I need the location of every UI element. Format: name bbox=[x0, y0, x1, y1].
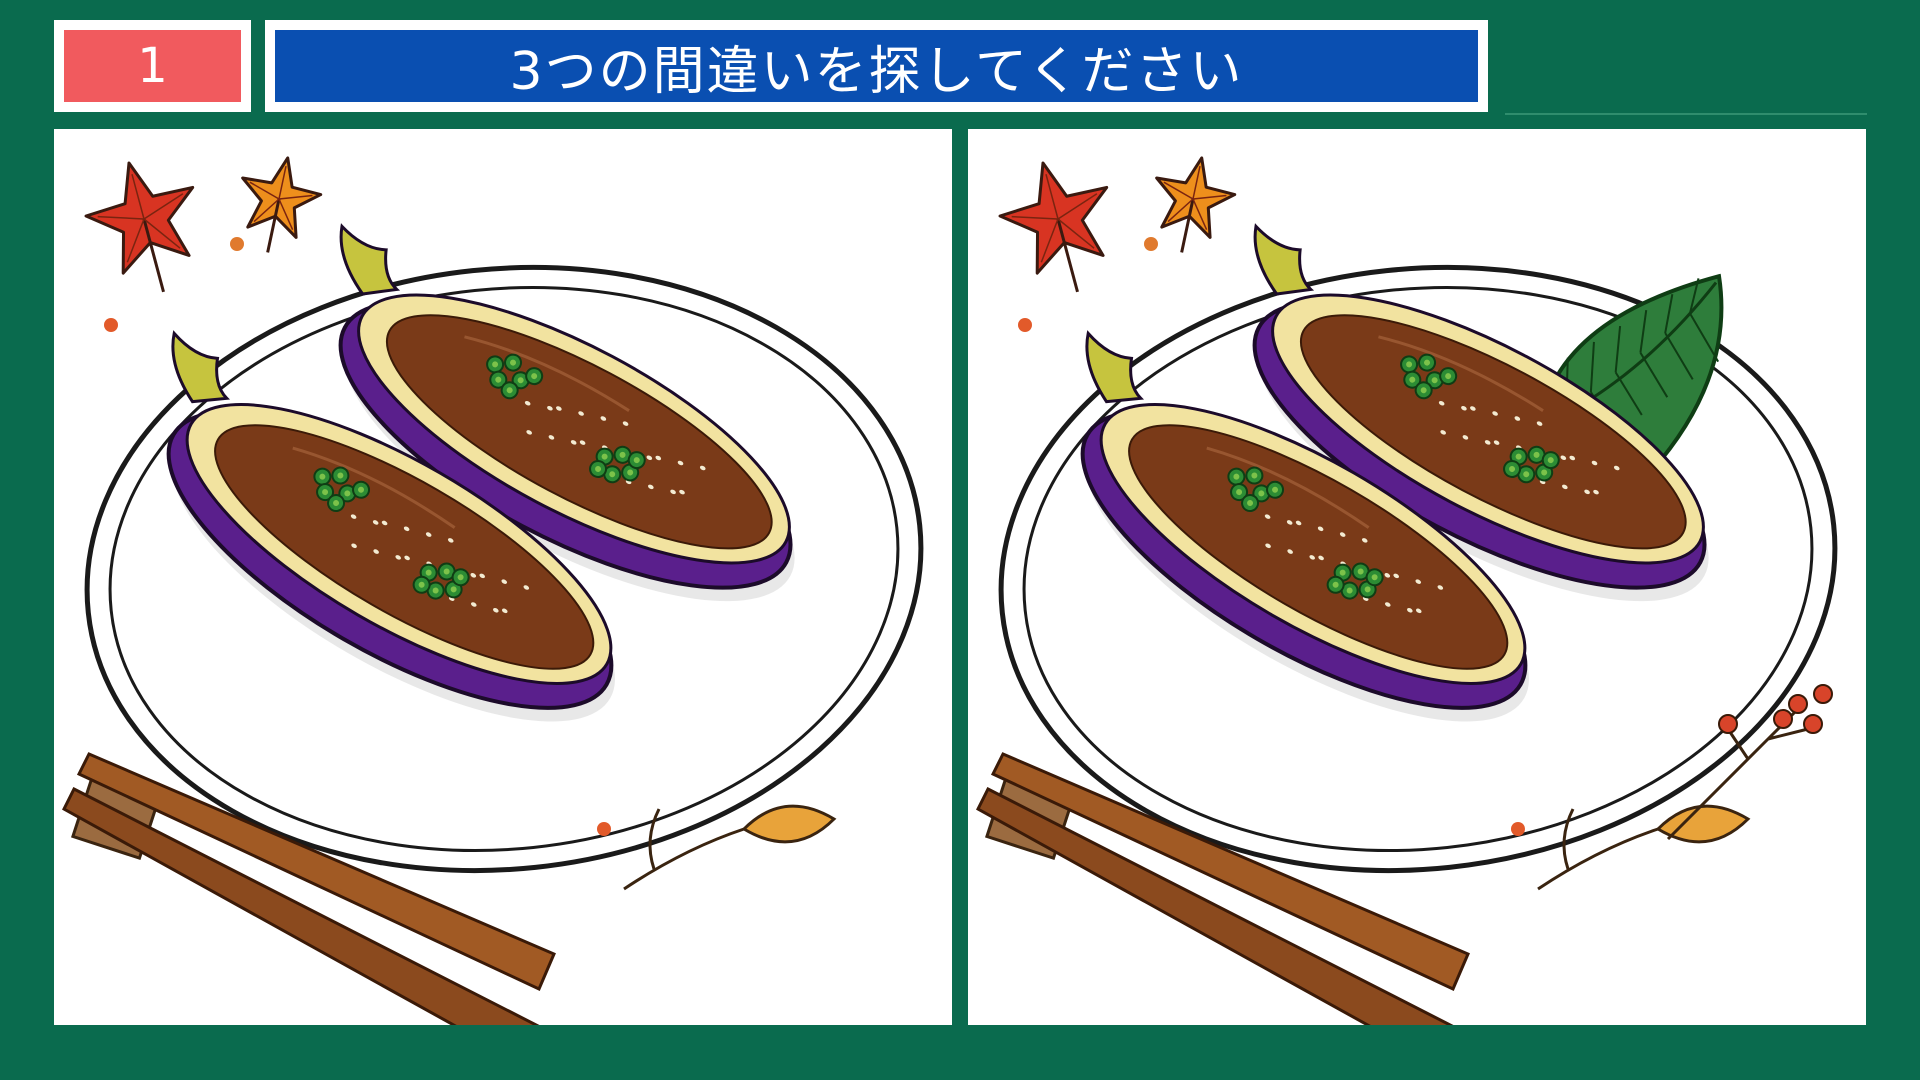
eggplant-front bbox=[166, 330, 615, 722]
chopsticks bbox=[976, 752, 1470, 1025]
plate-inner-rim bbox=[1022, 285, 1814, 853]
puzzle-number: 1 bbox=[64, 30, 241, 102]
instruction-text: 3つの間違いを探してください bbox=[275, 30, 1478, 102]
eggplant-back bbox=[1252, 223, 1709, 602]
berry-sprig-icon bbox=[1666, 684, 1833, 841]
orange-dot bbox=[104, 318, 118, 332]
plate-inner-rim bbox=[108, 285, 900, 853]
orange-dot bbox=[1144, 237, 1158, 251]
orange-dot bbox=[230, 237, 244, 251]
eggplant-back bbox=[338, 223, 795, 602]
orange-dot bbox=[1018, 318, 1032, 332]
puzzle-number-badge: 1 bbox=[54, 20, 251, 112]
maple-leaf-red-icon bbox=[998, 161, 1109, 293]
header-divider bbox=[1505, 113, 1867, 115]
autumn-leaf-sprig-icon bbox=[597, 804, 837, 891]
maple-leaf-orange-icon bbox=[241, 156, 323, 253]
maple-leaf-red-icon bbox=[84, 161, 195, 293]
eggplant-front bbox=[1080, 330, 1529, 722]
left-illustration bbox=[62, 156, 924, 1025]
chopsticks bbox=[62, 752, 556, 1025]
right-image-panel[interactable] bbox=[968, 129, 1866, 1025]
autumn-leaf-sprig-icon bbox=[1511, 804, 1751, 891]
instruction-banner: 3つの間違いを探してください bbox=[265, 20, 1488, 112]
right-illustration bbox=[976, 156, 1838, 1025]
maple-leaf-orange-icon bbox=[1155, 156, 1237, 253]
left-image-panel[interactable] bbox=[54, 129, 952, 1025]
